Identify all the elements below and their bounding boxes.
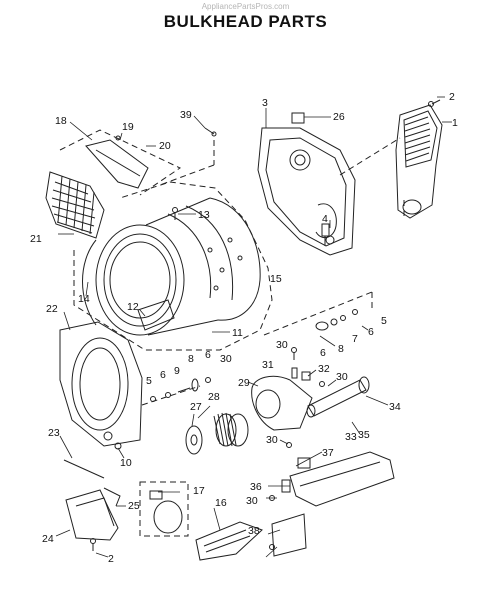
callout-33: 33 <box>345 431 357 443</box>
part-2-screw-bottom[interactable] <box>90 538 96 552</box>
part-21-lint-screen[interactable] <box>45 171 105 239</box>
part-24-duct[interactable] <box>65 489 119 541</box>
callout-30-e: 30 <box>246 495 258 507</box>
part-6-nut-right[interactable] <box>340 315 346 321</box>
part-14-drum-seal[interactable] <box>82 239 97 326</box>
part-1-front-panel[interactable] <box>395 104 443 219</box>
callout-25: 25 <box>128 500 140 512</box>
part-33-heater-duct[interactable] <box>306 379 367 418</box>
callout-26: 26 <box>333 111 345 123</box>
page-title: BULKHEAD PARTS <box>163 12 328 31</box>
callout-19: 19 <box>122 121 134 133</box>
callout-6-far-right: 6 <box>320 347 326 359</box>
callout-28: 28 <box>208 391 220 403</box>
part-34-heater-element[interactable] <box>358 376 370 394</box>
callout-39: 39 <box>180 109 192 121</box>
callout-17: 17 <box>193 485 205 497</box>
callout-4: 4 <box>322 213 328 225</box>
part-22-front-bulkhead[interactable] <box>59 321 143 447</box>
callout-12: 12 <box>127 301 139 313</box>
part-28-blower-wheel[interactable] <box>213 412 249 447</box>
part-25-clip[interactable] <box>103 487 121 507</box>
part-6-nut-left-2[interactable] <box>205 377 211 383</box>
part-6-nut-left[interactable] <box>165 392 171 398</box>
part-38-bracket[interactable] <box>271 513 307 557</box>
callout-6-left-top: 6 <box>205 349 211 361</box>
callout-16: 16 <box>215 497 227 509</box>
part-37-igniter[interactable] <box>297 457 311 469</box>
callout-5-right: 5 <box>381 315 387 327</box>
callout-21: 21 <box>30 233 42 245</box>
part-26-label[interactable] <box>291 112 305 124</box>
part-39-screw[interactable] <box>204 127 217 137</box>
callout-2-top: 2 <box>449 91 455 103</box>
callout-30-c: 30 <box>336 371 348 383</box>
part-3-rear-bulkhead[interactable] <box>257 127 356 256</box>
part-2-screw-top[interactable] <box>428 99 441 107</box>
watermark: AppliancePartsPros.com <box>201 2 290 11</box>
callout-30-a: 30 <box>276 339 288 351</box>
callout-24: 24 <box>42 533 54 545</box>
callout-38: 38 <box>248 525 260 537</box>
part-32-thermostat[interactable] <box>301 371 311 381</box>
callout-15: 15 <box>270 273 282 285</box>
callout-32: 32 <box>318 363 330 375</box>
part-23-rod[interactable] <box>63 459 105 479</box>
callout-2-bottom: 2 <box>108 553 114 565</box>
callout-14: 14 <box>78 293 90 305</box>
callout-8-left: 8 <box>188 353 194 365</box>
callout-1: 1 <box>452 117 458 129</box>
part-15-drive-belt[interactable] <box>73 181 273 351</box>
callout-37: 37 <box>322 447 334 459</box>
part-30-screw-2[interactable] <box>319 381 325 387</box>
callout-10: 10 <box>120 457 132 469</box>
callout-7: 7 <box>352 333 358 345</box>
part-10-bearing[interactable] <box>114 442 122 450</box>
part-7-bearing-right[interactable] <box>330 318 338 326</box>
callout-6-right: 6 <box>368 326 374 338</box>
callout-30-b: 30 <box>220 353 232 365</box>
part-18-bracket-group <box>59 129 182 196</box>
callout-34: 34 <box>389 401 401 413</box>
callout-6-left: 6 <box>160 369 166 381</box>
part-30-screw-3[interactable] <box>286 442 292 448</box>
callout-36: 36 <box>250 481 262 493</box>
callout-27: 27 <box>190 401 202 413</box>
callout-35: 35 <box>358 429 370 441</box>
part-5-washer-right[interactable] <box>352 309 358 315</box>
callout-31: 31 <box>262 359 274 371</box>
part-8-pulley-right[interactable] <box>315 321 329 331</box>
part-30-screw-5[interactable] <box>269 544 275 550</box>
part-27-motor-pulley[interactable] <box>185 425 203 455</box>
callout-3: 3 <box>262 97 268 109</box>
callout-9: 9 <box>174 365 180 377</box>
part-16-wire-harness[interactable] <box>195 521 263 561</box>
callout-11: 11 <box>232 327 243 339</box>
callout-5-left: 5 <box>146 375 152 387</box>
leader-lines <box>55 96 452 558</box>
callout-30-d: 30 <box>266 434 278 446</box>
callout-8-right: 8 <box>338 343 344 355</box>
part-17-wire-clamp[interactable] <box>149 490 183 534</box>
callout-labels: 2 1 3 26 18 19 20 39 13 21 4 15 14 12 11… <box>30 91 458 565</box>
callout-20: 20 <box>159 140 171 152</box>
callout-22: 22 <box>46 303 58 315</box>
callout-23: 23 <box>48 427 60 439</box>
callout-29: 29 <box>238 377 250 389</box>
part-5-washer-left[interactable] <box>150 396 156 402</box>
part-30-screw-1[interactable] <box>291 347 297 361</box>
part-11-drum[interactable] <box>95 197 261 336</box>
part-29-blower-housing[interactable] <box>251 375 313 431</box>
part-13-screw[interactable] <box>172 207 178 221</box>
part-12-baffle[interactable] <box>137 299 175 331</box>
callout-18: 18 <box>55 115 67 127</box>
part-35-burner-assembly[interactable] <box>289 451 395 507</box>
part-8-pulley-left[interactable] <box>191 378 199 392</box>
part-31-bracket[interactable] <box>291 367 298 379</box>
part-20-lint-housing[interactable] <box>85 139 149 189</box>
part-4-thermistor[interactable] <box>321 223 330 246</box>
part-9-shaft[interactable] <box>177 387 191 393</box>
callout-13: 13 <box>198 209 210 221</box>
